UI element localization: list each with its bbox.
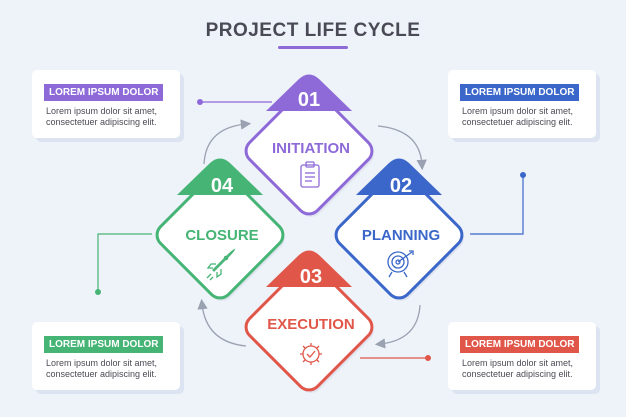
callout-text-line: consectetuer adipiscing elit. — [46, 369, 157, 379]
callout-closure: LOREM IPSUM DOLOR Lorem ipsum dolor sit … — [32, 322, 180, 390]
arrow-execution-to-closure — [197, 298, 247, 347]
diamond-cap — [266, 250, 352, 287]
connector-dot — [95, 289, 101, 295]
stage-number: 02 — [390, 175, 412, 197]
stage-number: 04 — [211, 175, 234, 197]
connector-dot — [425, 355, 431, 361]
callout-planning: LOREM IPSUM DOLOR Lorem ipsum dolor sit … — [448, 70, 596, 138]
connector-planning — [470, 175, 524, 235]
callout-execution: LOREM IPSUM DOLOR Lorem ipsum dolor sit … — [448, 322, 596, 390]
diamond-cap — [356, 158, 442, 195]
stage-label: CLOSURE — [185, 227, 258, 244]
stage-label: PLANNING — [362, 227, 440, 244]
page-title: PROJECT LIFE CYCLE — [205, 20, 421, 41]
callout-text-line: Lorem ipsum dolor sit amet, — [46, 106, 158, 116]
rocket-icon — [206, 248, 236, 281]
stage-label: EXECUTION — [267, 316, 355, 333]
diamond-cap — [177, 158, 263, 195]
callout-body: Lorem ipsum dolor sit amet, consectetuer… — [46, 358, 176, 380]
diamond-outline — [334, 170, 464, 300]
callout-text-line: Lorem ipsum dolor sit amet, — [462, 358, 574, 368]
callout-body: Lorem ipsum dolor sit amet, consectetuer… — [462, 106, 592, 128]
diamond-outline — [244, 86, 374, 216]
connector-dot — [520, 172, 526, 178]
arrow-planning-to-execution — [374, 304, 421, 349]
cycle-arrows — [197, 119, 427, 349]
callout-initiation: LOREM IPSUM DOLOR Lorem ipsum dolor sit … — [32, 70, 180, 138]
callout-body: Lorem ipsum dolor sit amet, consectetuer… — [46, 106, 176, 128]
stage-number: 03 — [300, 266, 322, 288]
callout-tag: LOREM IPSUM DOLOR — [44, 336, 164, 353]
target-icon — [387, 250, 414, 278]
stage-number: 01 — [298, 89, 320, 111]
arrow-closure-to-initiation — [203, 119, 252, 165]
callout-text-line: consectetuer adipiscing elit. — [46, 117, 157, 127]
stage-closure: 04 CLOSURE — [155, 158, 285, 301]
callout-text-line: consectetuer adipiscing elit. — [462, 369, 573, 379]
stage-planning: 02 PLANNING — [334, 158, 464, 301]
connector-lines — [95, 99, 526, 361]
callout-text-line: Lorem ipsum dolor sit amet, — [462, 106, 574, 116]
stage-label: INITIATION — [272, 140, 350, 157]
callout-text-line: Lorem ipsum dolor sit amet, — [46, 358, 158, 368]
stage-execution: 03 EXECUTION — [244, 250, 374, 393]
callout-body: Lorem ipsum dolor sit amet, consectetuer… — [462, 358, 592, 380]
diamond-outline — [155, 170, 285, 300]
callout-text-line: consectetuer adipiscing elit. — [462, 117, 573, 127]
diamond-outline — [244, 262, 374, 392]
gear-check-icon — [300, 343, 322, 365]
callout-tag: LOREM IPSUM DOLOR — [460, 336, 580, 353]
arrow-initiation-to-planning — [377, 125, 427, 171]
title-underline — [278, 46, 348, 49]
callout-tag: LOREM IPSUM DOLOR — [460, 84, 580, 101]
diamond-cap — [266, 74, 352, 111]
connector-closure — [97, 233, 152, 292]
stage-initiation: 01 INITIATION — [244, 74, 374, 217]
connector-dot — [197, 99, 203, 105]
callout-tag: LOREM IPSUM DOLOR — [44, 84, 164, 101]
clipboard-icon — [300, 161, 320, 188]
